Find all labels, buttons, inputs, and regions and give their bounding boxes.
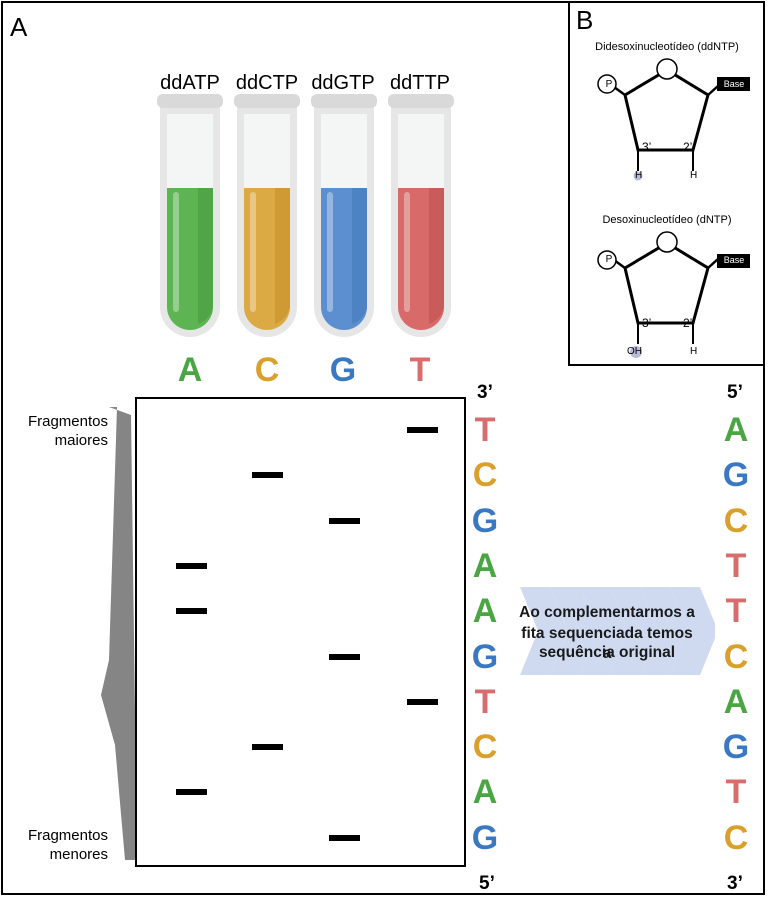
arrow-caption-line-2: fita sequenciada temos a [521,625,693,662]
lane-letter-g: G [329,351,357,389]
complement-strand-5-end: 5’ [727,382,743,403]
sequenced-strand-base: A [472,773,498,812]
tube-a [157,94,223,337]
lane-letter-c: C [254,351,280,389]
dntp-c2: 2’ [683,316,693,330]
gel-band-c [251,744,283,751]
complement-strand-3-end: 3’ [727,873,743,894]
complement-strand-base: C [723,818,749,857]
ddntp-2-group: H [690,170,698,181]
sequenced-strand-base: C [472,728,498,767]
panel-b-label: B [576,5,594,35]
ddntp-c3: 3’ [642,140,652,154]
sequenced-strand-base: G [471,501,499,540]
complement-strand-base: T [725,773,747,812]
phosphate-circle [597,74,617,94]
tube-c [234,94,300,337]
chevron-segment [520,587,568,675]
ddntp-c2: 2’ [683,140,693,154]
dntp-structure [597,231,750,358]
sequenced-strand-base: T [474,411,496,449]
gel-band-a [175,562,207,569]
tube-label-ddgtp: ddGTP [311,72,375,94]
tube-label-ddttp: ddTTP [389,72,451,94]
sequenced-strand-base: C [472,456,498,495]
lane-letter-t: T [409,351,431,389]
panel-a-label: A [10,12,28,42]
base-box [717,254,750,268]
sequenced-strand-base: A [472,592,498,631]
sequenced-strand-base: G [471,818,499,857]
chevron-segment [550,587,598,675]
dntp-title: Desoxinucleotídeo (dNTP) [602,214,732,226]
sugar-ring [623,241,710,325]
sequenced-strand-3-end: 3’ [477,382,493,403]
gel-band-a [175,789,207,796]
tube-g [311,94,377,337]
dntp-c3: 3’ [642,316,652,330]
complement-strand-base: G [722,456,750,495]
lane-letter-a: A [177,351,203,389]
tube-label-ddctp: ddCTP [235,72,299,94]
ddntp-phosphate: P [605,79,613,90]
complement-strand-base: G [722,728,750,767]
chevron-segment [670,587,715,675]
gel-band-g [328,653,360,660]
chevron-arrow-icon [520,587,715,675]
sequenced-strand-base: T [474,682,496,721]
complement-strand-base: C [723,637,749,676]
gel-box [135,397,466,867]
dntp-2-group: H [690,346,698,357]
fragment-size-wedge [101,407,137,860]
base-box [717,77,750,91]
gel-band-t [406,698,438,705]
label-larger-fragments: Fragmentos maiores [27,413,108,449]
sequenced-strand-5-end: 5’ [479,873,495,894]
complement-strand-base: A [723,411,749,449]
dntp-3-group: OH [627,346,642,357]
chevron-segment [580,587,628,675]
chevron-segment [640,587,688,675]
ddntp-title: Didesoxinucleotídeo (ddNTP) [595,41,739,53]
ddntp-structure [597,58,750,181]
d-3-highlight [630,346,642,358]
complement-strand-base: C [723,501,749,540]
chevron-segment [610,587,658,675]
arrow-caption-line-1: Ao complementarmos a [519,604,695,621]
dd-3-highlight [633,171,643,181]
tube-label-ddatp: ddATP [160,72,220,94]
dntp-phosphate: P [605,254,613,265]
test-tubes [157,94,454,337]
ring-oxygen [656,58,678,80]
complement-strand-base: T [725,546,747,585]
ddntp-3-group: H [635,170,643,181]
complement-strand-base: A [723,682,749,721]
ring-oxygen [656,231,678,253]
complement-strand-base: T [725,592,747,631]
gel-band-t [406,427,438,433]
gel-band-g [328,834,360,841]
phosphate-circle [597,250,617,270]
dntp-base: Base [723,255,745,265]
gel-band-c [251,472,283,479]
sugar-ring [623,68,710,152]
arrow-caption-line-3: sequência original [538,644,676,661]
label-smaller-fragments: Fragmentos menores [27,827,108,863]
tube-t [388,94,454,337]
gel-band-a [175,608,207,615]
sequenced-strand-base: A [472,546,498,585]
gel-band-g [328,517,360,524]
ddntp-base: Base [723,79,745,89]
sequenced-strand-base: G [471,637,499,676]
